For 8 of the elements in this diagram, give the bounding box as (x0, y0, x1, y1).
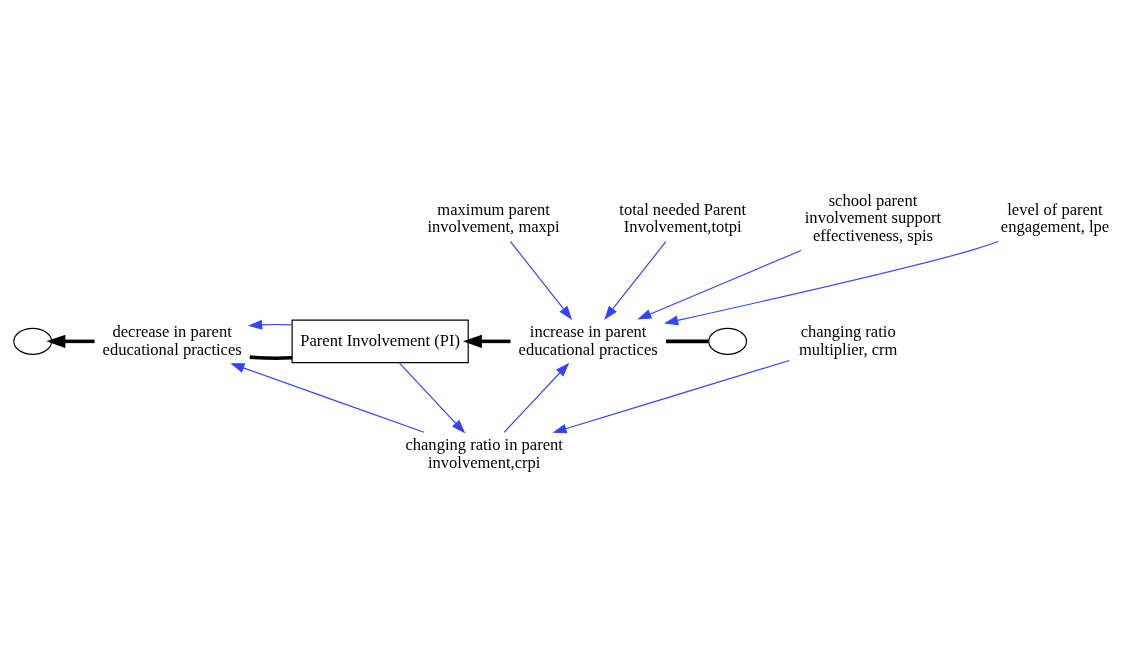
node-text: decrease in parent educational practices (102, 321, 242, 359)
node-text: total needed Parent Involvement,totpi (619, 199, 747, 236)
node-text: level of parent engagement, lpe (1000, 199, 1110, 236)
node-text: maximum parent involvement, maxpi (427, 199, 560, 236)
node-text: changing ratio multiplier, crm (798, 321, 898, 359)
node-text: increase in parent educational practices (518, 321, 658, 359)
node-text: school parent involvement support effectiveness, spis (804, 190, 942, 245)
node-text: changing ratio in parent involvement,crpi (405, 434, 563, 472)
